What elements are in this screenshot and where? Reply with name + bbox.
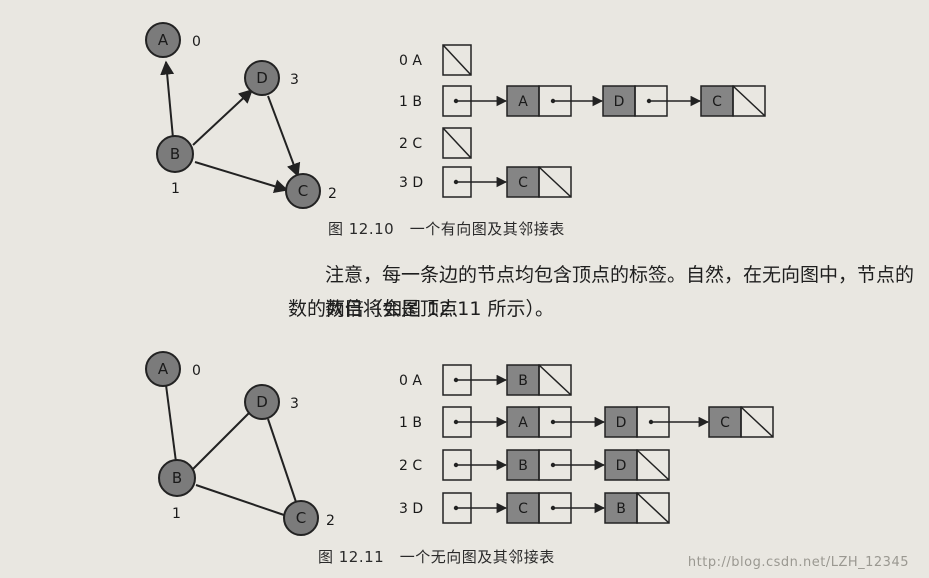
graph-node-a: A 0 bbox=[145, 351, 201, 387]
node-label: B bbox=[170, 145, 180, 163]
node-label: D bbox=[256, 69, 268, 87]
node-index: 0 bbox=[192, 34, 201, 50]
node-index: 1 bbox=[172, 506, 181, 522]
list-node-label: B bbox=[518, 458, 528, 474]
adjacency-row-label: 0 A bbox=[399, 53, 422, 69]
node-label: A bbox=[158, 360, 169, 378]
list-node-label: D bbox=[614, 94, 625, 110]
adjacency-row-label: 1 B bbox=[399, 415, 422, 431]
list-node-label: A bbox=[518, 94, 528, 110]
node-index: 3 bbox=[290, 396, 299, 412]
node-label: A bbox=[158, 31, 169, 49]
adjacency-row-label: 2 C bbox=[399, 458, 422, 474]
null-pointer-mark bbox=[740, 406, 774, 438]
list-node-label: B bbox=[616, 501, 626, 517]
list-node-next-cell bbox=[740, 406, 774, 438]
node-label: C bbox=[298, 182, 308, 200]
head-pointer-cell bbox=[442, 127, 472, 159]
null-pointer-mark bbox=[636, 492, 670, 524]
node-index: 1 bbox=[171, 181, 180, 197]
graph-node-d: D 3 bbox=[244, 60, 299, 96]
edge-d-c bbox=[267, 95, 301, 178]
list-node-vertex-cell bbox=[700, 85, 734, 117]
figure1-graph: A 0 D 3 B 1 C 2 bbox=[145, 22, 337, 209]
list-node-next-cell bbox=[636, 449, 670, 481]
list-node-next-cell bbox=[636, 492, 670, 524]
list-node-next-cell bbox=[538, 364, 572, 396]
list-node-vertex-cell bbox=[506, 364, 540, 396]
figure1-caption: 图 12.10 一个有向图及其邻接表 bbox=[328, 220, 565, 238]
list-node-next-cell bbox=[538, 166, 572, 198]
head-pointer-cell bbox=[442, 44, 472, 76]
list-node-vertex-cell bbox=[506, 449, 540, 481]
paragraph-line-2: 数的两倍（如图 12.11 所示）。 bbox=[288, 298, 554, 320]
node-index: 0 bbox=[192, 363, 201, 379]
adjacency-row-label: 3 D bbox=[399, 501, 423, 517]
graph-node-b: B 1 bbox=[156, 135, 194, 197]
list-node-label: C bbox=[712, 94, 722, 110]
list-node-vertex-cell bbox=[506, 492, 540, 524]
node-index: 2 bbox=[328, 186, 337, 202]
list-node-vertex-cell bbox=[506, 85, 540, 117]
null-pointer-mark bbox=[538, 166, 572, 198]
null-pointer-mark bbox=[442, 44, 472, 76]
list-node-vertex-cell bbox=[506, 406, 540, 438]
null-pointer-mark bbox=[732, 85, 766, 117]
edge-b-d bbox=[192, 89, 254, 146]
node-label: D bbox=[256, 393, 268, 411]
figure2-graph: A 0 D 3 B 1 C 2 bbox=[145, 351, 335, 536]
list-node-vertex-cell bbox=[604, 492, 638, 524]
node-label: B bbox=[172, 469, 182, 487]
null-pointer-mark bbox=[442, 127, 472, 159]
list-node-vertex-cell bbox=[506, 166, 540, 198]
list-node-label: C bbox=[720, 415, 730, 431]
edge-b-c bbox=[194, 161, 289, 194]
list-node-next-cell bbox=[732, 85, 766, 117]
adjacency-row-label: 0 A bbox=[399, 373, 422, 389]
graph-node-a: A 0 bbox=[145, 22, 201, 58]
list-node-vertex-cell bbox=[602, 85, 636, 117]
edge-b-a bbox=[160, 60, 175, 139]
null-pointer-mark bbox=[538, 364, 572, 396]
figure2-adjacency-list: 0 A B 1 B A D C 2 C B D 3 D C B bbox=[399, 364, 774, 524]
edge-b-d bbox=[192, 411, 251, 470]
paragraph-line-1: 注意，每一条边的节点均包含顶点的标签。自然，在无向图中，节点的数目将会是顶点 bbox=[325, 264, 915, 320]
edge-d-c bbox=[267, 418, 297, 503]
graph-node-d: D 3 bbox=[244, 384, 299, 420]
list-node-label: C bbox=[518, 501, 528, 517]
list-node-label: D bbox=[616, 458, 627, 474]
edge-a-b bbox=[165, 384, 177, 463]
graph-node-c: C 2 bbox=[283, 500, 335, 536]
null-pointer-mark bbox=[636, 449, 670, 481]
list-node-label: A bbox=[518, 415, 528, 431]
node-label: C bbox=[296, 509, 306, 527]
figure2-caption: 图 12.11 一个无向图及其邻接表 bbox=[318, 548, 555, 566]
list-node-label: C bbox=[518, 175, 528, 191]
adjacency-row-label: 3 D bbox=[399, 175, 423, 191]
list-node-vertex-cell bbox=[708, 406, 742, 438]
figure1-adjacency-list: 0 A 1 B A D C 2 C 3 D C bbox=[399, 44, 766, 198]
graph-node-b: B 1 bbox=[158, 459, 196, 522]
list-node-label: D bbox=[616, 415, 627, 431]
watermark: http://blog.csdn.net/LZH_12345 bbox=[687, 555, 909, 570]
adjacency-row-label: 1 B bbox=[399, 94, 422, 110]
graph-node-c: C 2 bbox=[285, 173, 337, 209]
edge-b-c bbox=[195, 484, 285, 516]
node-index: 2 bbox=[326, 513, 335, 529]
node-index: 3 bbox=[290, 72, 299, 88]
adjacency-row-label: 2 C bbox=[399, 136, 422, 152]
list-node-label: B bbox=[518, 373, 528, 389]
